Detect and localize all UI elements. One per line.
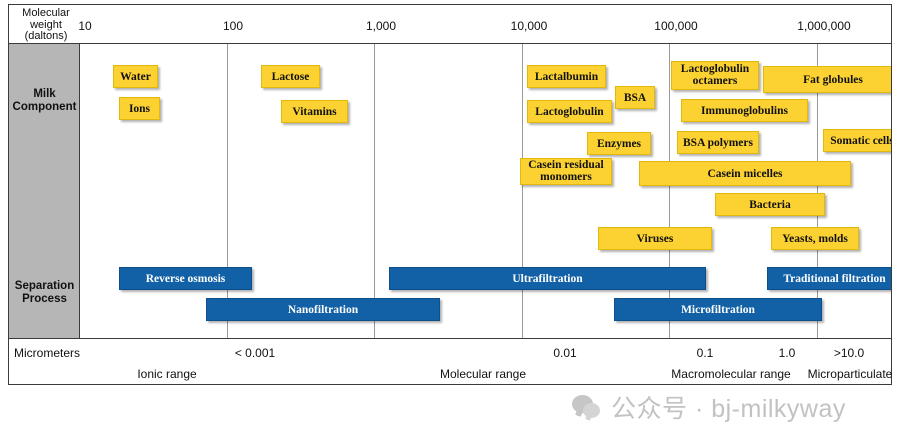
- milk-component-label: Viruses: [636, 232, 674, 245]
- range-label-1: Molecular range: [439, 367, 527, 381]
- top-axis-tick-5: 1,000,000: [797, 19, 851, 33]
- range-label-2: Macromolecular range: [671, 367, 791, 381]
- milk-component-label: Casein micelles: [707, 167, 783, 180]
- milk-component-label: Enzymes: [596, 137, 642, 150]
- wechat-icon: [572, 395, 602, 419]
- top-axis-tick-0: 10: [78, 19, 92, 33]
- bottom-axis-tick-1: 0.01: [553, 346, 577, 360]
- separation-process-label: Nanofiltration: [287, 303, 359, 316]
- separation-process-bar: Traditional filtration: [767, 267, 891, 290]
- top-axis-tick-1: 100: [222, 19, 244, 33]
- milk-component-box: Fat globules: [763, 66, 891, 93]
- milk-component-box: Lactoglobulin: [527, 100, 612, 123]
- watermark-text: 公众号 · bj-milkyway: [611, 395, 846, 423]
- bottom-axis-tick-4: >10.0: [833, 346, 865, 360]
- top-axis-title-line-1: Molecular: [22, 7, 70, 19]
- milk-component-label: Water: [120, 70, 151, 83]
- gridline-3: [669, 44, 670, 338]
- separation-process-bar: Reverse osmosis: [119, 267, 252, 290]
- milk-component-box: Lactalbumin: [527, 65, 606, 88]
- milk-component-label: Vitamins: [292, 105, 337, 118]
- milk-component-box: BSA: [615, 86, 655, 109]
- separation-process-line-2: Process: [22, 293, 67, 305]
- range-label-3: Microparticulate: [807, 367, 893, 381]
- milk-component-box: Enzymes: [587, 132, 651, 155]
- milk-component-box: Water: [113, 65, 158, 88]
- milk-component-label: Fat globules: [803, 73, 863, 86]
- chart-frame: Molecular weight (daltons) 10 100 1,000 10,…: [8, 4, 892, 385]
- milk-component-box: Somatic cells: [823, 129, 891, 152]
- sidebar-label-milk-component: Milk Component: [9, 88, 80, 114]
- milk-component-box: Viruses: [598, 227, 712, 250]
- milk-component-label: Yeasts, molds: [782, 232, 848, 245]
- bottom-axis-tick-3: 1.0: [778, 346, 796, 360]
- separation-process-bar: Nanofiltration: [206, 298, 440, 321]
- top-axis-tick-4: 100,000: [654, 19, 698, 33]
- milk-component-box: Casein micelles: [639, 161, 851, 186]
- milk-component-label: BSA: [623, 91, 647, 104]
- top-axis-tick-3: 10,000: [510, 19, 548, 33]
- range-label-0: Ionic range: [137, 367, 197, 381]
- separation-process-line-1: Separation: [14, 280, 75, 292]
- bottom-axis-tick-2: 0.1: [696, 346, 714, 360]
- milk-component-label: monomers: [540, 170, 592, 183]
- row-category-sidebar: Milk Component Separation Process: [9, 44, 80, 338]
- milk-component-label: Somatic cells: [830, 134, 891, 147]
- milk-component-label: Lactose: [271, 70, 310, 83]
- milk-component-box: Lactose: [261, 65, 320, 88]
- milk-component-line-2: Component: [12, 101, 77, 113]
- watermark: 公众号 · bj-milkyway: [572, 386, 846, 428]
- milk-component-label: Lactoglobulin: [535, 105, 604, 118]
- bottom-axis-row: Micrometers < 0.001 0.01 0.1 1.0 >10.0 Ionic…: [9, 338, 893, 384]
- gridline-0: [227, 44, 228, 338]
- milk-component-box: Yeasts, molds: [771, 227, 859, 250]
- milk-component-label: Immunoglobulins: [701, 104, 788, 117]
- separation-process-label: Ultrafiltration: [512, 272, 583, 285]
- top-axis-title-line-3: (daltons): [24, 30, 68, 43]
- top-axis-title: Molecular weight (daltons): [13, 7, 79, 43]
- separation-process-label: Traditional filtration: [783, 272, 886, 285]
- gridline-1: [374, 44, 375, 338]
- milk-component-label: Lactalbumin: [534, 70, 599, 83]
- separation-process-label: Reverse osmosis: [145, 272, 226, 285]
- bottom-axis-tick-0: < 0.001: [234, 346, 276, 360]
- milk-component-label: BSA polymers: [683, 136, 753, 149]
- bottom-axis-title: Micrometers: [14, 346, 81, 360]
- milk-component-box: Ions: [119, 97, 160, 120]
- gridline-2: [522, 44, 523, 338]
- milk-component-label: octamers: [692, 74, 738, 87]
- milk-component-box: Immunoglobulins: [681, 99, 808, 122]
- sidebar-label-separation-process: Separation Process: [9, 280, 80, 306]
- milk-component-label: Lactoglobulin: [680, 63, 750, 75]
- milk-component-label: Casein residual: [528, 159, 604, 171]
- separation-process-label: Microfiltration: [681, 303, 755, 316]
- milk-component-line-1: Milk: [33, 88, 56, 100]
- top-axis-row: Molecular weight (daltons) 10 100 1,000 10,…: [9, 5, 891, 44]
- milk-component-box: BSA polymers: [677, 131, 759, 154]
- top-axis-tick-2: 1,000: [365, 19, 397, 33]
- top-axis-title-line-2: weight: [30, 18, 62, 31]
- gridline-4: [817, 44, 818, 338]
- milk-component-box: Bacteria: [715, 193, 825, 216]
- milk-component-label: Bacteria: [749, 198, 791, 211]
- milk-component-label: Ions: [128, 102, 151, 115]
- milk-component-box: Vitamins: [281, 100, 348, 123]
- separation-process-bar: Ultrafiltration: [389, 267, 706, 290]
- separation-process-bar: Microfiltration: [614, 298, 822, 321]
